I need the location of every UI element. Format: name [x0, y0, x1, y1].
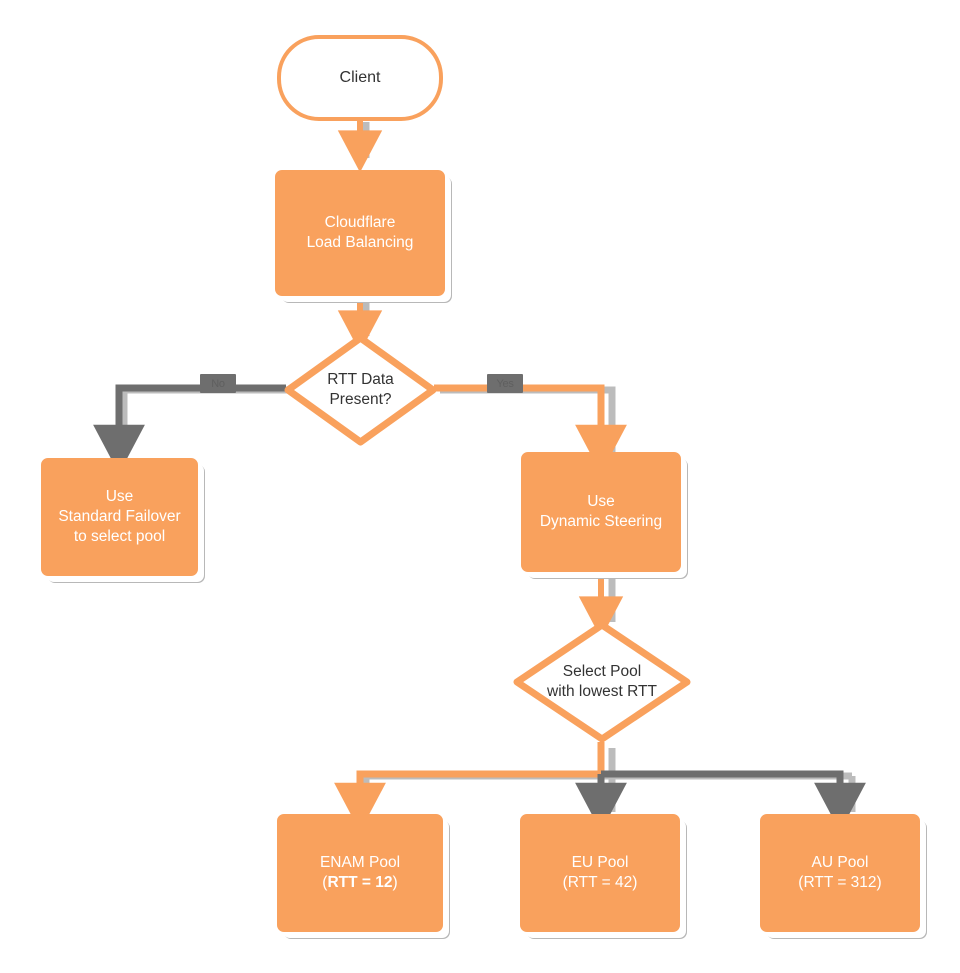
- node-standard-failover-line2: Standard Failover: [58, 508, 181, 526]
- node-cloudflare-load-balancing-line1: Cloudflare: [324, 214, 396, 232]
- edge-label-no: No: [200, 374, 236, 393]
- node-dynamic-steering-line2: Dynamic Steering: [539, 513, 663, 530]
- node-au-pool[interactable]: AU Pool (RTT = 312): [760, 814, 920, 932]
- edge-label-yes: Yes: [487, 374, 523, 393]
- node-dynamic-steering-line1: Use: [587, 493, 615, 511]
- node-enam-pool-rtt: (RTT = 12): [322, 874, 397, 891]
- node-enam-pool-rtt-value: RTT = 12: [327, 874, 393, 891]
- node-au-pool-line1: AU Pool: [811, 854, 869, 872]
- edge-selectpool-to-enampool: [334, 742, 605, 832]
- node-enam-pool-line1: ENAM Pool: [319, 854, 401, 872]
- node-enam-pool-paren-close: ): [392, 874, 398, 891]
- node-eu-pool-line2: (RTT = 42): [562, 874, 638, 891]
- node-au-pool-line2: (RTT = 312): [798, 874, 882, 891]
- select-pool-diamond-shape: [513, 621, 691, 743]
- node-rtt-data-present-decision[interactable]: RTT Data Present?: [283, 333, 438, 447]
- node-eu-pool-line1: EU Pool: [571, 854, 629, 872]
- node-client-label: Client: [339, 68, 381, 86]
- node-standard-failover-line3: to select pool: [73, 527, 166, 545]
- node-enam-pool-paren-open: (: [322, 874, 328, 891]
- node-standard-failover-line1: Use: [105, 488, 134, 506]
- edge-rttdecision-to-standardfailover: [93, 384, 286, 474]
- node-eu-pool[interactable]: EU Pool (RTT = 42): [520, 814, 680, 932]
- rtt-decision-diamond-shape: [284, 334, 437, 446]
- edge-label-no-text: No: [211, 377, 225, 390]
- node-select-pool-decision[interactable]: Select Pool with lowest RTT: [512, 620, 692, 744]
- node-cloudflare-load-balancing-line2: Load Balancing: [306, 234, 414, 251]
- node-enam-pool[interactable]: ENAM Pool (RTT = 12): [277, 814, 443, 932]
- node-client[interactable]: Client: [277, 35, 443, 121]
- node-cloudflare-load-balancing[interactable]: Cloudflare Load Balancing: [275, 170, 445, 296]
- node-standard-failover[interactable]: Use Standard Failover to select pool: [41, 458, 198, 576]
- edge-label-yes-text: Yes: [496, 377, 514, 390]
- node-dynamic-steering[interactable]: Use Dynamic Steering: [521, 452, 681, 572]
- edge-selectpool-to-aupool: [601, 770, 866, 832]
- edge-rttdecision-to-dynamicsteering: [434, 384, 627, 474]
